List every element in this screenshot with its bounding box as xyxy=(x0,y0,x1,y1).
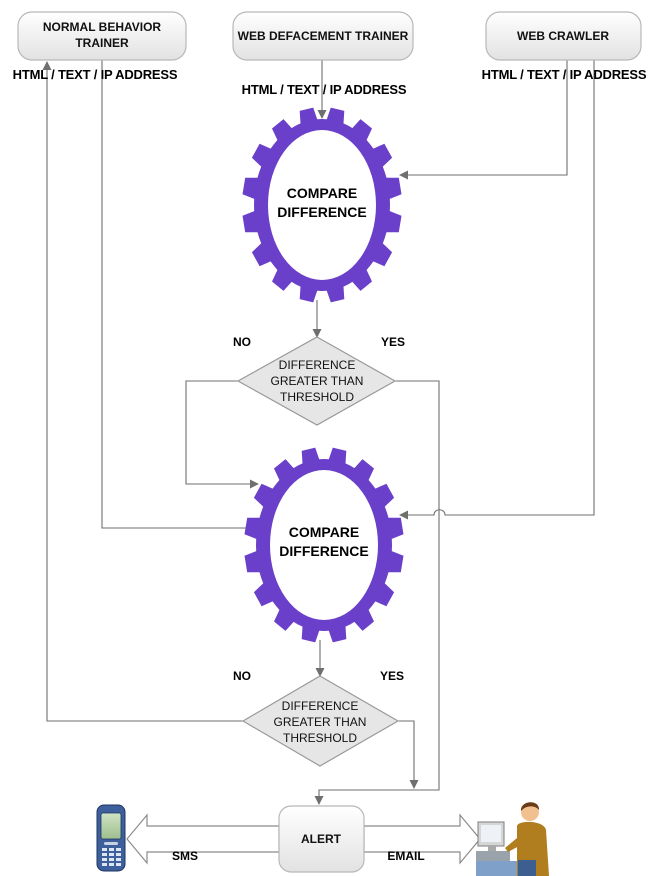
decision-top-yes-label: YES xyxy=(381,335,405,349)
alert-label: ALERT xyxy=(301,832,342,846)
alert-box: ALERT xyxy=(278,805,365,873)
gear-top-label-line2: DIFFERENCE xyxy=(277,204,366,220)
web-crawler-box: WEB CRAWLER xyxy=(485,11,642,61)
gear-bottom-label-line2: DIFFERENCE xyxy=(279,543,368,559)
web-defacement-label: WEB DEFACEMENT TRAINER xyxy=(238,29,409,43)
gear-top-label-line1: COMPARE xyxy=(287,185,358,201)
web-defacement-trainer-box: WEB DEFACEMENT TRAINER xyxy=(232,11,414,61)
connectors xyxy=(42,60,595,805)
computer-user-icon xyxy=(476,802,549,876)
decision-top-line2: GREATER THAN xyxy=(271,374,364,388)
decision-bottom-no-label: NO xyxy=(233,669,251,683)
connector-crawler-to-gear-top xyxy=(399,60,568,180)
normal-behavior-trainer-box: NORMAL BEHAVIOR TRAINER xyxy=(17,11,187,61)
decision-bottom-yes-label: YES xyxy=(380,669,404,683)
connector-crawler-to-gear-bottom xyxy=(399,60,595,520)
connector-normal-to-gear-bottom xyxy=(101,60,259,533)
email-arrow xyxy=(363,813,481,865)
web-crawler-label: WEB CRAWLER xyxy=(517,29,609,43)
gear-bottom-label-line1: COMPARE xyxy=(289,524,360,540)
gear-top: COMPARE DIFFERENCE xyxy=(242,107,402,303)
connector-decision-top-yes xyxy=(314,380,440,805)
gear-bottom: COMPARE DIFFERENCE xyxy=(244,447,404,643)
decision-bottom-line2: GREATER THAN xyxy=(274,715,367,729)
decision-top: DIFFERENCE GREATER THAN THRESHOLD xyxy=(236,336,397,426)
connector-decision-bottom-yes xyxy=(398,720,419,789)
io-label-center: HTML / TEXT / IP ADDRESS xyxy=(242,82,407,97)
decision-top-line1: DIFFERENCE xyxy=(279,358,356,372)
email-label: EMAIL xyxy=(387,849,424,863)
connector-decision-bottom-no-loop xyxy=(42,61,245,722)
decision-bottom-line1: DIFFERENCE xyxy=(282,699,359,713)
decision-top-no-label: NO xyxy=(233,335,251,349)
normal-behavior-label-line2: TRAINER xyxy=(75,36,129,50)
sms-label: SMS xyxy=(172,849,198,863)
decision-bottom: DIFFERENCE GREATER THAN THRESHOLD xyxy=(241,675,400,767)
mobile-phone-icon xyxy=(96,804,126,872)
normal-behavior-label-line1: NORMAL BEHAVIOR xyxy=(43,20,162,34)
decision-bottom-line3: THRESHOLD xyxy=(283,731,357,745)
io-label-right: HTML / TEXT / IP ADDRESS xyxy=(482,67,647,82)
decision-top-line3: THRESHOLD xyxy=(280,390,354,404)
connector-decision-top-no-loop xyxy=(185,380,259,489)
io-label-left: HTML / TEXT / IP ADDRESS xyxy=(13,67,178,82)
sms-arrow xyxy=(126,813,280,865)
